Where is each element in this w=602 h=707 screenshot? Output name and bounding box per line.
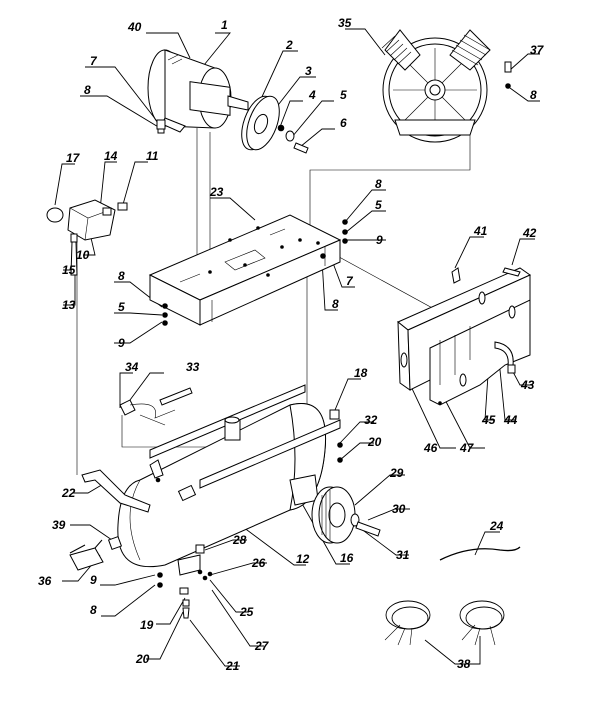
callout-5: 5 bbox=[340, 88, 347, 102]
callout-8: 8 bbox=[332, 297, 339, 311]
callout-35: 35 bbox=[338, 16, 352, 30]
callout-5: 5 bbox=[118, 300, 125, 314]
callout-20: 20 bbox=[367, 435, 382, 449]
callout-44: 44 bbox=[503, 413, 518, 427]
motor-bolts bbox=[156, 119, 166, 134]
callout-42: 42 bbox=[522, 226, 537, 240]
pump-fitting bbox=[504, 61, 512, 89]
callout-5: 5 bbox=[375, 198, 382, 212]
callout-46: 46 bbox=[423, 441, 438, 455]
callout-22: 22 bbox=[61, 486, 76, 500]
tank-feet-and-drain bbox=[157, 544, 213, 619]
frame-hardware bbox=[162, 219, 348, 326]
callout-9: 9 bbox=[376, 233, 383, 247]
callout-13: 13 bbox=[62, 298, 76, 312]
callout-36: 36 bbox=[38, 574, 52, 588]
callout-2: 2 bbox=[285, 38, 293, 52]
callout-11: 11 bbox=[146, 149, 159, 163]
compressor-pump bbox=[381, 29, 491, 143]
callout-8: 8 bbox=[84, 83, 91, 97]
callout-8: 8 bbox=[90, 603, 97, 617]
callout-45: 45 bbox=[481, 413, 496, 427]
callout-20: 20 bbox=[135, 652, 150, 666]
callout-numbers: 1 2 3 4 5 5 5 6 7 7 8 8 8 8 8 8 9 9 9 9 … bbox=[38, 16, 545, 673]
callout-4: 4 bbox=[308, 88, 316, 102]
callout-3: 3 bbox=[305, 64, 312, 78]
callout-9: 9 bbox=[118, 336, 125, 350]
callout-9: 9 bbox=[90, 573, 97, 587]
callout-6: 6 bbox=[340, 116, 347, 130]
motor-pulley bbox=[241, 95, 309, 154]
callout-1: 1 bbox=[221, 18, 228, 32]
callout-7: 7 bbox=[90, 54, 98, 68]
wheel bbox=[311, 486, 381, 544]
callout-8: 8 bbox=[375, 177, 382, 191]
callout-28: 28 bbox=[232, 533, 247, 547]
callout-29: 29 bbox=[389, 466, 404, 480]
pressure-switch bbox=[46, 199, 128, 276]
callout-18: 18 bbox=[354, 366, 368, 380]
callout-17: 17 bbox=[66, 151, 81, 165]
tank-fittings bbox=[69, 409, 343, 571]
callout-8: 8 bbox=[118, 269, 125, 283]
callout-12: 12 bbox=[296, 552, 310, 566]
callout-43: 43 bbox=[520, 378, 535, 392]
callout-26: 26 bbox=[251, 556, 266, 570]
callout-31: 31 bbox=[396, 548, 410, 562]
tank-handle bbox=[81, 469, 151, 513]
callout-33: 33 bbox=[186, 360, 200, 374]
callout-23: 23 bbox=[209, 185, 224, 199]
callout-8: 8 bbox=[530, 88, 537, 102]
callout-27: 27 bbox=[254, 639, 270, 653]
callout-10: 10 bbox=[76, 248, 90, 262]
callout-21: 21 bbox=[225, 659, 240, 673]
callout-19: 19 bbox=[140, 618, 154, 632]
belt-guard bbox=[397, 267, 532, 406]
callout-7: 7 bbox=[346, 274, 354, 288]
callout-14: 14 bbox=[104, 149, 118, 163]
callout-15: 15 bbox=[62, 263, 76, 277]
air-hose bbox=[439, 546, 521, 561]
callout-30: 30 bbox=[392, 502, 406, 516]
callout-41: 41 bbox=[473, 224, 488, 238]
callout-39: 39 bbox=[52, 518, 66, 532]
electric-motor bbox=[147, 49, 249, 133]
callout-25: 25 bbox=[239, 605, 254, 619]
check-valve-and-pipe bbox=[119, 387, 241, 441]
callout-40: 40 bbox=[127, 20, 142, 34]
callout-37: 37 bbox=[530, 43, 545, 57]
callout-32: 32 bbox=[364, 413, 378, 427]
callout-47: 47 bbox=[459, 441, 475, 455]
leader-lines bbox=[54, 28, 540, 667]
wire-harness bbox=[384, 600, 505, 646]
callout-34: 34 bbox=[125, 360, 139, 374]
callout-16: 16 bbox=[340, 551, 354, 565]
motor-frame-plate bbox=[148, 214, 342, 326]
callout-38: 38 bbox=[457, 657, 471, 671]
callout-24: 24 bbox=[489, 519, 504, 533]
